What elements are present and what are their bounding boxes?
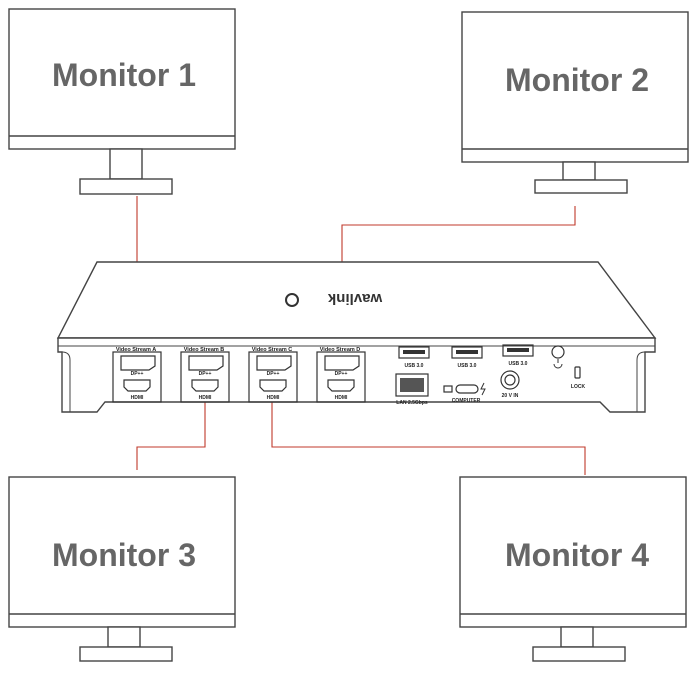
monitor-3-label: Monitor 3	[52, 537, 196, 573]
laptop-icon	[443, 385, 453, 393]
stream-d-label: Video Stream D	[320, 347, 361, 353]
connector-line-monitor-3	[136, 395, 206, 470]
dp-port-a	[120, 355, 156, 371]
stream-a-ports: Video Stream A DP++ HDMI	[112, 347, 162, 403]
dp-label-c: DP++	[267, 371, 280, 377]
monitor-screen	[459, 476, 687, 628]
monitor-base	[79, 178, 173, 195]
usb-port-2	[451, 346, 483, 359]
dp-label-b: DP++	[199, 371, 212, 377]
computer-label: COMPUTER	[452, 398, 481, 404]
monitor-2: Monitor 2	[461, 11, 689, 194]
monitor-base	[532, 646, 626, 662]
usb-port-1	[398, 346, 430, 359]
dp-label-d: DP++	[335, 371, 348, 377]
hdmi-port-c	[259, 379, 287, 392]
dp-port-c	[256, 355, 292, 371]
lan-label: LAN 2.5Gbps	[396, 400, 428, 406]
monitor-1: Monitor 1	[8, 8, 236, 195]
monitor-stand	[109, 148, 143, 180]
usb-label-1: USB 3.0	[405, 363, 424, 369]
stream-b-label: Video Stream B	[184, 347, 225, 353]
hdmi-port-b	[191, 379, 219, 392]
hdmi-label-a: HDMI	[131, 395, 144, 401]
power-button	[551, 345, 565, 369]
monitor-stand	[560, 626, 594, 648]
monitor-2-label: Monitor 2	[505, 62, 649, 98]
monitor-screen	[8, 8, 236, 150]
monitor-base	[79, 646, 173, 662]
brand-logo-icon	[285, 293, 299, 307]
monitor-stand	[107, 626, 141, 648]
dp-port-b	[188, 355, 224, 371]
monitor-base	[534, 179, 628, 194]
dp-port-d	[324, 355, 360, 371]
thunderbolt-icon	[480, 382, 486, 396]
monitor-4: Monitor 4	[459, 476, 687, 662]
usb-c-port	[455, 384, 479, 394]
lan-port: LAN 2.5Gbps	[395, 373, 429, 406]
computer-port: COMPUTER	[443, 382, 486, 404]
stream-d-ports: Video Stream D DP++ HDMI	[316, 347, 366, 403]
usb-ports: USB 3.0 USB 3.0 USB 3.0	[398, 344, 534, 369]
stream-c-ports: Video Stream C DP++ HDMI	[248, 347, 298, 403]
hdmi-port-a	[123, 379, 151, 392]
brand-logo: wavlink	[285, 290, 383, 307]
monitor-screen	[8, 476, 236, 628]
dp-label-a: DP++	[131, 371, 144, 377]
hdmi-port-d	[327, 379, 355, 392]
brand-name: wavlink	[327, 290, 383, 307]
power-in-port: 20 V IN	[500, 370, 520, 399]
connector-line-monitor-4	[271, 395, 586, 475]
monitor-stand	[562, 161, 596, 181]
stream-c-label: Video Stream C	[252, 347, 293, 353]
power-icon	[553, 359, 563, 369]
lock-icon	[574, 366, 581, 379]
lock-slot: LOCK	[571, 366, 586, 390]
hdmi-label-d: HDMI	[335, 395, 348, 401]
usb-label-2: USB 3.0	[458, 363, 477, 369]
usb-port-3	[502, 344, 534, 357]
monitor-3: Monitor 3	[8, 476, 236, 662]
monitor-4-label: Monitor 4	[505, 537, 649, 573]
docking-station: wavlink Video Stream A DP++ HDMI Video S…	[56, 261, 657, 413]
monitor-1-label: Monitor 1	[52, 57, 196, 93]
power-in-label: 20 V IN	[502, 393, 519, 399]
stream-b-ports: Video Stream B DP++ HDMI	[180, 347, 230, 403]
lock-label: LOCK	[571, 384, 586, 390]
stream-a-label: Video Stream A	[116, 347, 156, 353]
usb-label-3: USB 3.0	[509, 361, 528, 367]
hdmi-label-c: HDMI	[267, 395, 280, 401]
hdmi-label-b: HDMI	[199, 395, 212, 401]
